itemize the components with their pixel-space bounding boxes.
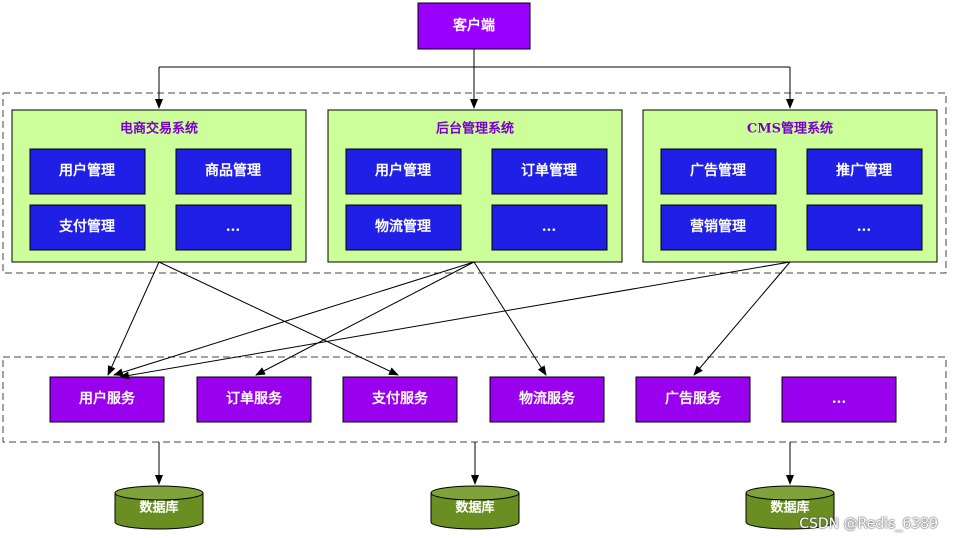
module-box-marketing-mgmt <box>660 204 777 251</box>
module-label-more-backoffice: ... <box>542 219 557 235</box>
service-label-order: 订单服务 <box>226 390 283 407</box>
connectors <box>107 49 794 485</box>
service-box-more <box>781 376 897 423</box>
system-panel-ecommerce: 电商交易系统 用户管理 商品管理 支付管理 ... <box>11 109 307 263</box>
database-2-label: 数据库 <box>455 500 494 516</box>
service-label-user: 用户服务 <box>79 390 136 407</box>
module-label-order-mgmt: 订单管理 <box>521 162 577 179</box>
system-panel-backoffice: 后台管理系统 用户管理 订单管理 物流管理 ... <box>327 109 623 263</box>
service-box-logistics <box>489 376 605 423</box>
system-panel-cms: CMS管理系统 广告管理 推广管理 营销管理 ... <box>642 109 938 263</box>
database-2-body <box>430 493 520 530</box>
module-label-marketing-mgmt: 营销管理 <box>690 218 746 235</box>
service-label-payment: 支付服务 <box>371 390 429 407</box>
database-3-body <box>745 493 835 530</box>
module-box-product-mgmt <box>175 148 292 195</box>
module-label-more-ecommerce: ... <box>226 219 241 235</box>
module-label-promo-mgmt: 推广管理 <box>836 162 892 179</box>
module-box-ad-mgmt <box>660 148 777 195</box>
module-label-user-mgmt-2: 用户管理 <box>375 162 431 179</box>
service-box-payment <box>342 376 458 423</box>
module-box-order-mgmt <box>491 148 608 195</box>
module-box-more-backoffice <box>491 204 608 251</box>
system-title-cms: CMS管理系统 <box>747 121 833 137</box>
module-box-more-ecommerce <box>175 204 292 251</box>
service-box-user <box>49 376 165 423</box>
module-label-more-cms: ... <box>857 219 872 235</box>
arrow-cms-to-user-service <box>119 261 791 380</box>
service-box-ad <box>635 376 751 423</box>
arrow-backoffice-to-user-service <box>113 261 475 377</box>
systems-group-border <box>2 92 947 274</box>
module-label-product-mgmt: 商品管理 <box>205 162 261 179</box>
arrow-backoffice-to-order-service <box>255 261 475 376</box>
service-box-order <box>196 376 312 423</box>
module-label-user-mgmt: 用户管理 <box>59 162 115 179</box>
arrow-ecommerce-to-user-service <box>107 261 160 376</box>
module-box-logistics-mgmt <box>345 204 462 251</box>
service-label-logistics: 物流服务 <box>519 390 576 407</box>
service-label-more: ... <box>832 391 847 407</box>
module-label-logistics-mgmt: 物流管理 <box>375 218 431 235</box>
module-label-ad-mgmt: 广告管理 <box>690 162 746 179</box>
watermark: CSDN @Redis_6389 <box>799 516 938 532</box>
module-box-more-cms <box>806 204 923 251</box>
service-label-ad: 广告服务 <box>665 390 722 407</box>
database-3-top <box>745 485 835 501</box>
system-title-backoffice: 后台管理系统 <box>436 121 514 137</box>
database-1: 数据库 <box>114 485 204 530</box>
module-box-user-mgmt-2 <box>345 148 462 195</box>
module-box-promo-mgmt <box>806 148 923 195</box>
module-label-payment-mgmt: 支付管理 <box>58 218 115 235</box>
database-3: 数据库 <box>745 485 835 530</box>
arrow-backoffice-to-logistics-service <box>473 261 547 376</box>
module-box-user-mgmt <box>29 148 146 195</box>
database-2-top <box>430 485 520 501</box>
database-1-label: 数据库 <box>139 500 178 516</box>
database-1-top <box>114 485 204 501</box>
database-1-body <box>114 493 204 530</box>
database-3-label: 数据库 <box>770 500 809 516</box>
client-label: 客户端 <box>452 17 495 34</box>
arrow-ecommerce-to-payment-service <box>158 261 399 376</box>
system-title-ecommerce: 电商交易系统 <box>120 121 198 137</box>
arrow-cms-to-ad-service <box>693 261 791 376</box>
database-2: 数据库 <box>430 485 520 530</box>
module-box-payment-mgmt <box>29 204 146 251</box>
